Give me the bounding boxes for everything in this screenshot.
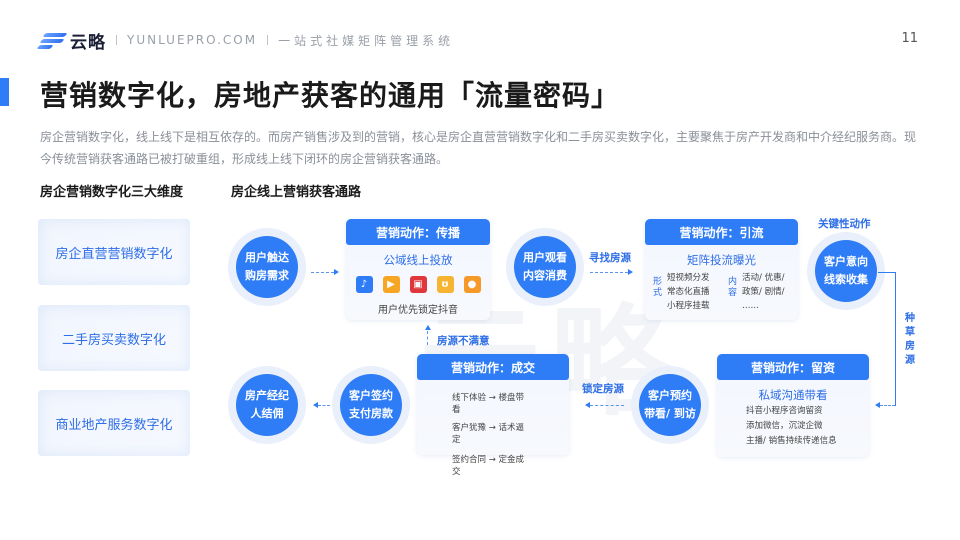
title-accent-bar xyxy=(0,78,9,106)
deal-item: 客户犹豫 → 话术逼定 xyxy=(452,423,525,445)
divider xyxy=(116,35,117,45)
step-label: 购房需求 xyxy=(245,269,289,282)
arrow-right-icon xyxy=(334,269,339,275)
page-title: 营销数字化，房地产获客的通用「流量密码」 xyxy=(40,79,621,112)
step-label: 客户签约 xyxy=(349,389,393,402)
step-label: 房产经纪 xyxy=(245,389,289,402)
deal-list: 线下体验 → 楼盘带看 客户犹豫 → 话术逼定 签约合同 → 定金成交 xyxy=(452,392,532,478)
step-user-reach: 用户触达购房需求 xyxy=(228,228,306,306)
connector-line xyxy=(878,272,896,273)
step-appointment-visit: 客户预约带看/ 到访 xyxy=(631,366,709,444)
left-section-title: 房企营销数字化三大维度 xyxy=(40,185,184,200)
action-header: 营销动作：成交 xyxy=(417,354,569,380)
arrow-left-icon xyxy=(313,402,318,408)
content-item: …… xyxy=(742,301,759,311)
action-box-deal: 营销动作：成交 线下体验 → 楼盘带看 客户犹豫 → 话术逼定 签约合同 → 定… xyxy=(417,354,569,477)
label-unsatisfied: 房源不满意 xyxy=(437,335,490,347)
weibo-icon: ● xyxy=(463,276,481,293)
kuaishou-icon: ▶ xyxy=(382,276,400,293)
step-agent-commission: 房产经纪人结佣 xyxy=(228,366,306,444)
step-label: 人结佣 xyxy=(250,407,284,420)
form-item: 小程序挂载 xyxy=(667,301,710,311)
content-item: 政策/ 剧情/ xyxy=(742,287,785,297)
arrow-up-icon xyxy=(425,325,431,330)
form-item: 短视频分发 xyxy=(667,273,710,283)
divider xyxy=(267,35,269,45)
retain-item: 主播/ 销售持续传递信息 xyxy=(746,436,837,446)
arrow-right-icon xyxy=(628,269,633,275)
action-header: 营销动作：传播 xyxy=(346,219,490,245)
dimension-card-commercial: 商业地产服务数字化 xyxy=(38,390,190,456)
action-header: 营销动作：引流 xyxy=(645,219,798,245)
dashed-arrow xyxy=(318,405,330,406)
deal-item: 线下体验 → 楼盘带看 xyxy=(452,393,525,415)
action-subtitle: 矩阵投流曝光 xyxy=(687,253,756,267)
arrow-left-icon xyxy=(875,402,880,408)
description: 房企营销数字化，线上线下是相互依存的。而房产销售涉及到的营销，核心是房企直营营销… xyxy=(40,130,917,166)
retain-item: 添加微信，沉淀企微 xyxy=(746,421,823,431)
dashed-arrow xyxy=(590,272,628,273)
connector-line xyxy=(895,272,896,406)
bilibili-icon: ʊ xyxy=(436,276,454,293)
step-content-consume: 用户观看内容消费 xyxy=(506,228,584,306)
arrow-left-icon xyxy=(585,402,590,408)
retain-list: 抖音小程序咨询留资 添加微信，沉淀企微 主播/ 销售持续传递信息 xyxy=(746,404,837,449)
action-box-traffic: 营销动作：引流 矩阵投流曝光 形式 短视频分发 常态化直播 小程序挂载 内容 活… xyxy=(645,219,798,320)
top-bar: 云略 YUNLUEPRO.COM 一站式社媒矩阵管理系统 xyxy=(36,30,455,53)
action-header: 营销动作：留资 xyxy=(717,354,869,380)
step-label: 线索收集 xyxy=(824,273,868,286)
step-label: 用户观看 xyxy=(523,251,567,264)
xiaohongshu-icon: ▣ xyxy=(409,276,427,293)
step-label: 内容消费 xyxy=(523,269,567,282)
domain-text: YUNLUEPRO.COM xyxy=(127,33,258,47)
action-box-retain: 营销动作：留资 私域沟通带看 抖音小程序咨询留资 添加微信，沉淀企微 主播/ 销… xyxy=(717,354,869,457)
step-lead-collect: 客户意向线索收集 xyxy=(807,232,885,310)
dimension-card-secondhand: 二手房买卖数字化 xyxy=(38,305,190,371)
dashed-arrow xyxy=(590,405,624,406)
label-key-action: 关键性动作 xyxy=(818,218,871,230)
dashed-arrow xyxy=(311,272,334,273)
form-item: 常态化直播 xyxy=(667,287,710,297)
dashed-arrow xyxy=(427,331,428,345)
right-section-title: 房企线上营销获客通路 xyxy=(231,185,362,200)
dashed-arrow xyxy=(880,405,895,406)
step-sign-pay: 客户签约支付房款 xyxy=(332,366,410,444)
action-box-spread: 营销动作：传播 公域线上投放 ♪ ▶ ▣ ʊ ● 用户优先锁定抖音 xyxy=(346,219,490,320)
deal-item: 签约合同 → 定金成交 xyxy=(452,455,525,477)
step-label: 用户触达 xyxy=(245,251,289,264)
action-subtitle: 公域线上投放 xyxy=(383,253,453,267)
step-label: 带看/ 到访 xyxy=(644,407,696,420)
logo-text: 云略 xyxy=(70,32,106,53)
content-list: 活动/ 优惠/ 政策/ 剧情/ …… xyxy=(742,271,784,313)
content-label: 内容 xyxy=(728,277,738,298)
douyin-icon: ♪ xyxy=(355,276,373,293)
dimension-card-direct: 房企直营营销数字化 xyxy=(38,219,190,285)
page-number: 11 xyxy=(901,31,918,46)
retain-item: 抖音小程序咨询留资 xyxy=(746,406,823,416)
label-lock-house: 锁定房源 xyxy=(582,383,624,395)
step-label: 客户预约 xyxy=(648,389,692,402)
content-item: 活动/ 优惠/ xyxy=(742,273,785,283)
label-find-house: 寻找房源 xyxy=(589,252,631,264)
action-subtitle: 私域沟通带看 xyxy=(758,388,828,402)
action-note: 用户优先锁定抖音 xyxy=(378,305,458,316)
logo-icon xyxy=(36,31,68,49)
form-list: 短视频分发 常态化直播 小程序挂载 xyxy=(667,271,710,313)
tagline: 一站式社媒矩阵管理系统 xyxy=(278,33,455,48)
form-label: 形式 xyxy=(653,277,663,298)
step-label: 客户意向 xyxy=(824,255,868,268)
label-seed-house: 种草房源 xyxy=(905,313,915,366)
step-label: 支付房款 xyxy=(349,407,393,420)
